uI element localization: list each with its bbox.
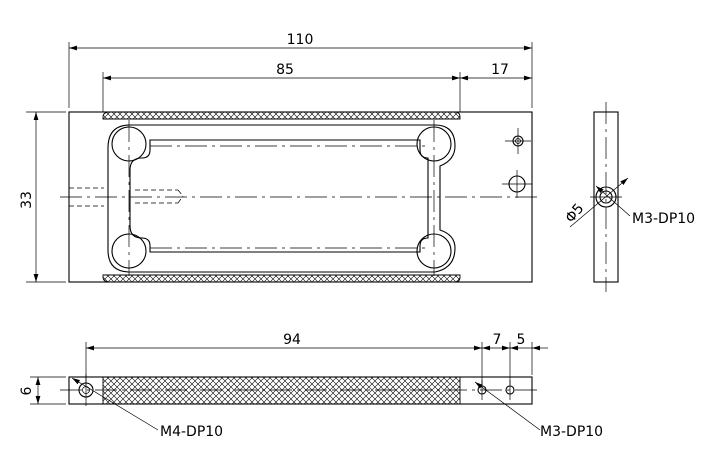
hidden-screw-tip1 — [177, 189, 184, 197]
side-view: Φ5 M3-DP10 — [562, 102, 695, 292]
dim-label-5: 5 — [517, 332, 526, 348]
bottom-m3-leader — [474, 381, 541, 431]
front-dimensions: 110 85 17 33 — [19, 32, 533, 283]
top-knurl-strip — [102, 111, 461, 120]
bottom-m4-label: M4-DP10 — [160, 424, 223, 440]
dim-label-110: 110 — [287, 32, 314, 48]
outer-slot-outline — [107, 124, 456, 273]
front-view — [60, 111, 540, 283]
m4-leader — [71, 377, 159, 431]
bottom-m3-label: M3-DP10 — [540, 424, 603, 440]
dim-label-7: 7 — [493, 332, 502, 348]
dim-label-94: 94 — [283, 332, 301, 348]
dim-label-85: 85 — [276, 62, 294, 78]
side-m3-label: M3-DP10 — [632, 211, 695, 227]
dim-label-phi5: Φ5 — [562, 201, 587, 227]
bottom-knurl — [102, 376, 461, 405]
dim-label-6: 6 — [19, 386, 35, 395]
dim-label-33: 33 — [19, 191, 35, 209]
hidden-screw-tip2 — [177, 195, 184, 204]
inner-slot-outline — [129, 139, 429, 253]
phi5-leader — [569, 177, 629, 228]
dim-label-17: 17 — [491, 62, 509, 78]
bottom-knurl-strip — [102, 274, 461, 283]
bottom-view: M4-DP10 M3-DP10 — [60, 374, 603, 440]
bottom-dimensions: 94 7 5 6 — [19, 332, 548, 405]
side-m3-leader — [595, 185, 631, 217]
